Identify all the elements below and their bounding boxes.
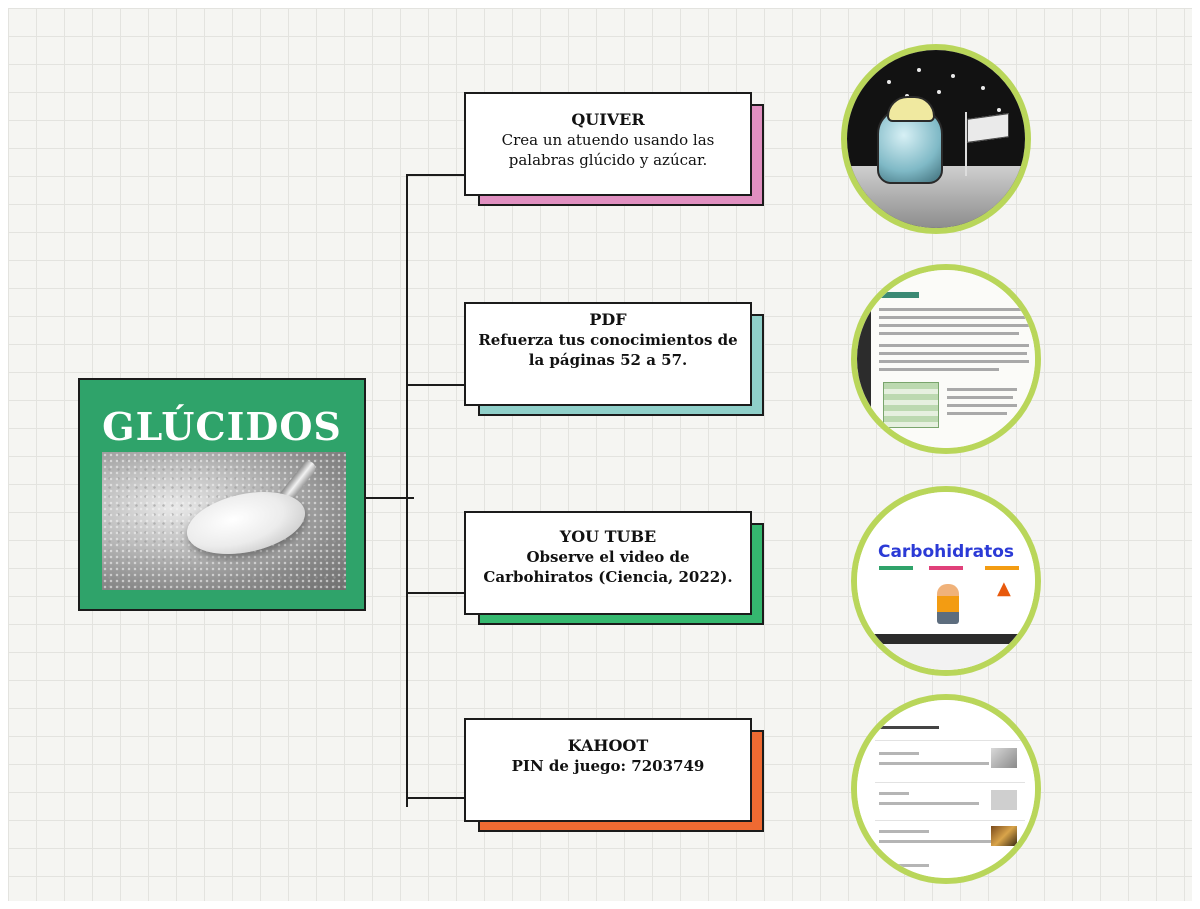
card-face: YOU TUBE Observe el video de Carbohirato… (464, 511, 752, 615)
flame-icon: ▲ (997, 578, 1011, 599)
connector-youtube (406, 592, 464, 594)
branch-title: PDF (589, 310, 627, 329)
branch-text: Refuerza tus conocimientos de la páginas… (478, 331, 738, 369)
branch-card-kahoot[interactable]: KAHOOT PIN de juego: 7203749 (464, 718, 764, 832)
mind-map-canvas: GLÚCIDOS QUIVER Crea un atuendo usando l… (8, 8, 1192, 901)
branch-title: QUIVER (571, 110, 645, 129)
main-topic-node[interactable]: GLÚCIDOS (78, 378, 366, 611)
kahoot-thumbnail[interactable] (851, 694, 1041, 884)
youtube-thumbnail[interactable]: Carbohidratos ▲ (851, 486, 1041, 676)
branch-text: Crea un atuendo usando las palabras glúc… (501, 131, 715, 169)
branch-title: KAHOOT (567, 736, 649, 755)
connector-quiver (406, 174, 464, 176)
connector-pdf (406, 384, 464, 386)
connector-kahoot (406, 797, 464, 799)
pdf-thumbnail[interactable] (851, 264, 1041, 454)
connector-main (366, 497, 414, 499)
card-face: KAHOOT PIN de juego: 7203749 (464, 718, 752, 822)
sugar-spoon-photo (102, 452, 346, 590)
main-topic-title: GLÚCIDOS (102, 404, 342, 449)
branch-card-pdf[interactable]: PDF Refuerza tus conocimientos de la pág… (464, 302, 764, 416)
quiver-thumbnail[interactable] (841, 44, 1031, 234)
card-face: PDF Refuerza tus conocimientos de la pág… (464, 302, 752, 406)
branch-text: PIN de juego: 7203749 (511, 757, 705, 775)
branch-title: YOU TUBE (559, 527, 657, 546)
branch-card-youtube[interactable]: YOU TUBE Observe el video de Carbohirato… (464, 511, 764, 625)
youtube-thumbnail-title: Carbohidratos (877, 542, 1015, 562)
branch-card-quiver[interactable]: QUIVER Crea un atuendo usando las palabr… (464, 92, 764, 206)
branch-text: Observe el video de Carbohiratos (Cienci… (483, 548, 733, 586)
connector-trunk (406, 174, 408, 807)
card-face: QUIVER Crea un atuendo usando las palabr… (464, 92, 752, 196)
